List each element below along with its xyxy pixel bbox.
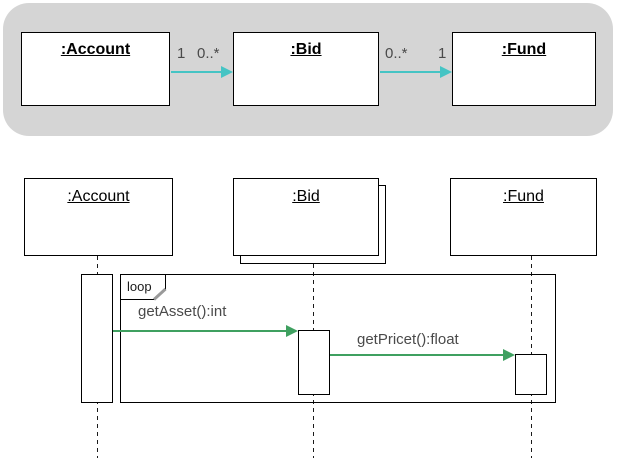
lifeline-head-fund: :Fund	[450, 178, 597, 256]
activation-bar-account	[81, 274, 113, 403]
loop-operator-badge	[120, 274, 167, 301]
multiplicity-bid-side-right: 0..*	[385, 45, 408, 62]
loop-operator-label: loop	[127, 279, 152, 294]
activation-bar-bid	[298, 330, 330, 395]
message-label-getpricet: getPricet():float	[357, 331, 459, 348]
class-box-account-label: :Account	[60, 41, 131, 58]
lifeline-head-fund-label: :Fund	[503, 188, 544, 205]
lifeline-head-bid-label: :Bid	[292, 188, 320, 205]
lifeline-head-account: :Account	[24, 178, 173, 256]
lifeline-head-account-label: :Account	[67, 188, 130, 205]
class-box-bid-label: :Bid	[290, 41, 322, 58]
association-line-account-bid	[171, 71, 223, 73]
activation-bar-fund	[515, 354, 547, 395]
association-arrowhead-icon	[221, 66, 233, 78]
message-line-getpricet	[330, 354, 505, 356]
class-box-bid: :Bid	[233, 32, 379, 106]
association-line-bid-fund	[380, 71, 442, 73]
association-arrowhead-icon	[440, 66, 452, 78]
message-arrowhead-icon	[503, 349, 515, 361]
multiplicity-bid-side-left: 0..*	[197, 45, 220, 62]
message-label-getasset: getAsset():int	[138, 303, 227, 320]
multiplicity-fund-side: 1	[438, 45, 447, 62]
lifeline-head-bid: :Bid	[233, 178, 379, 256]
class-box-account: :Account	[21, 32, 170, 106]
message-arrowhead-icon	[286, 325, 298, 337]
message-line-getasset	[113, 330, 288, 332]
loop-fragment-frame	[120, 274, 556, 403]
class-box-fund: :Fund	[452, 32, 596, 106]
multiplicity-account-side: 1	[177, 45, 186, 62]
class-box-fund-label: :Fund	[501, 41, 547, 58]
